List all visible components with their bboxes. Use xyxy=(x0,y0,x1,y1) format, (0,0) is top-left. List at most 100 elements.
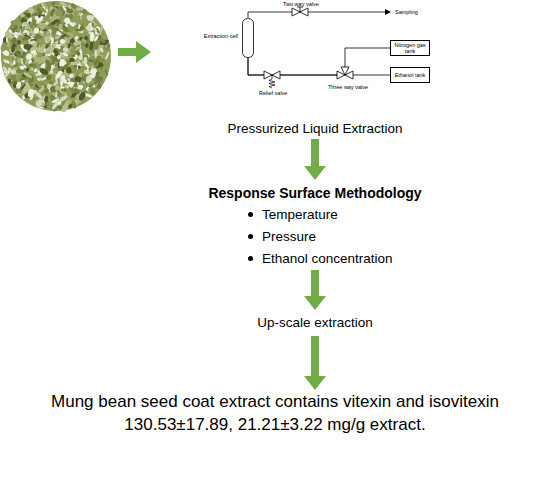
seed-flake xyxy=(51,28,57,35)
seed-flake xyxy=(50,43,53,47)
seed-flake xyxy=(43,88,50,94)
seed-flake xyxy=(54,4,61,8)
seed-flake xyxy=(19,65,25,70)
seed-flake xyxy=(10,56,16,62)
gas-tank: Nitrogen gas tank xyxy=(390,40,430,56)
seed-flake xyxy=(101,59,111,69)
two-way-valve xyxy=(292,7,308,16)
seed-flake xyxy=(44,45,55,55)
seed-flake xyxy=(32,32,37,37)
seed-flake xyxy=(22,36,32,41)
stage-label: Pressurized Liquid Extraction xyxy=(170,121,460,137)
solvent-tank: Ethanol tank xyxy=(390,67,430,83)
seed-flake xyxy=(20,13,25,17)
seed-flake xyxy=(63,16,71,25)
part-label: Three way valve xyxy=(328,84,368,91)
seed-flake xyxy=(97,82,102,90)
factor-text: Pressure xyxy=(262,229,316,244)
seed-flake xyxy=(79,10,89,14)
seed-flake xyxy=(55,85,59,90)
seed-flake xyxy=(30,67,34,72)
seed-flake xyxy=(70,23,79,33)
seed-flake xyxy=(47,23,52,28)
seed-flake xyxy=(60,88,65,93)
seed-flake xyxy=(66,9,73,14)
seed-flake xyxy=(60,80,64,86)
method-box: Response Surface MethodologyTemperatureP… xyxy=(190,180,440,270)
seed-flake xyxy=(96,55,103,62)
tank-label: Ethanol tank xyxy=(395,72,426,79)
seed-flake xyxy=(68,73,74,78)
seed-flake xyxy=(67,43,71,49)
cell-outline xyxy=(242,18,254,58)
seed-flake xyxy=(6,60,11,65)
seed-flake xyxy=(45,2,50,6)
seed-flake xyxy=(63,56,69,59)
flow-arrow xyxy=(311,336,319,376)
result-text: Mung bean seed coat extract contains vit… xyxy=(7,390,543,436)
seed-flake xyxy=(91,88,94,94)
seed-flake xyxy=(100,32,105,37)
seed-flake xyxy=(10,36,17,43)
pipe-line xyxy=(248,58,390,75)
seed-flake xyxy=(11,27,16,34)
cell-body xyxy=(243,19,254,58)
seed-flake xyxy=(78,33,83,36)
extraction-cell: Extraction cell xyxy=(242,18,254,58)
seed-flake xyxy=(39,22,47,31)
seed-flake xyxy=(15,81,22,89)
seed-flake xyxy=(60,39,65,44)
bullet-dot xyxy=(248,212,253,217)
seed-flake xyxy=(78,91,87,102)
seed-flake xyxy=(63,47,69,52)
seed-flake xyxy=(80,16,83,20)
seed-flake xyxy=(41,102,46,107)
seed-coat-photo xyxy=(0,0,112,113)
seed-flake xyxy=(65,99,72,105)
stage-caption: Pressurized Liquid Extraction xyxy=(170,121,460,137)
seed-flake xyxy=(51,13,56,22)
seed-flake xyxy=(77,65,81,70)
process-stage: Pressurized Liquid Extraction Extraction … xyxy=(170,0,460,139)
sampling-arrow xyxy=(385,9,391,15)
seed-flake xyxy=(71,100,78,109)
bullet-dot xyxy=(248,256,253,261)
seed-flake xyxy=(38,5,47,14)
seed-flake xyxy=(90,88,96,95)
seed-flake xyxy=(50,38,54,44)
seed-flake xyxy=(38,59,42,64)
seed-flake xyxy=(27,6,35,14)
seed-flake xyxy=(9,62,14,67)
seed-flake xyxy=(10,69,16,75)
seed-flake xyxy=(0,42,8,53)
seed-flake xyxy=(54,70,63,80)
seed-flake xyxy=(98,70,106,78)
flow-arrow xyxy=(311,270,319,296)
factor-row: Ethanol concentration xyxy=(190,247,440,269)
seed-flake xyxy=(17,58,22,63)
seed-flake xyxy=(38,67,49,76)
seed-flake xyxy=(23,58,26,65)
seed-flake xyxy=(70,2,77,10)
seed-flake xyxy=(70,61,78,65)
seed-flake xyxy=(55,92,58,99)
factor-text: Temperature xyxy=(262,207,338,222)
seed-flake xyxy=(78,55,84,61)
seed-flake xyxy=(54,61,59,71)
part-label: Sampling xyxy=(395,9,418,16)
seed-flake xyxy=(74,10,79,16)
seed-flake xyxy=(7,78,11,83)
seed-flake xyxy=(49,94,56,100)
seed-flake xyxy=(94,62,100,68)
part-label: Two way valve xyxy=(283,1,319,8)
seed-flake xyxy=(45,27,49,30)
seed-flake xyxy=(35,91,43,99)
seed-flake xyxy=(89,32,94,42)
seed-flake xyxy=(20,25,26,34)
seed-flake xyxy=(27,88,35,98)
seed-flake xyxy=(46,74,52,81)
seed-flake xyxy=(35,73,40,77)
pipe-line xyxy=(248,48,390,75)
seed-flake xyxy=(73,31,77,35)
factor-text: Ethanol concentration xyxy=(262,251,393,266)
